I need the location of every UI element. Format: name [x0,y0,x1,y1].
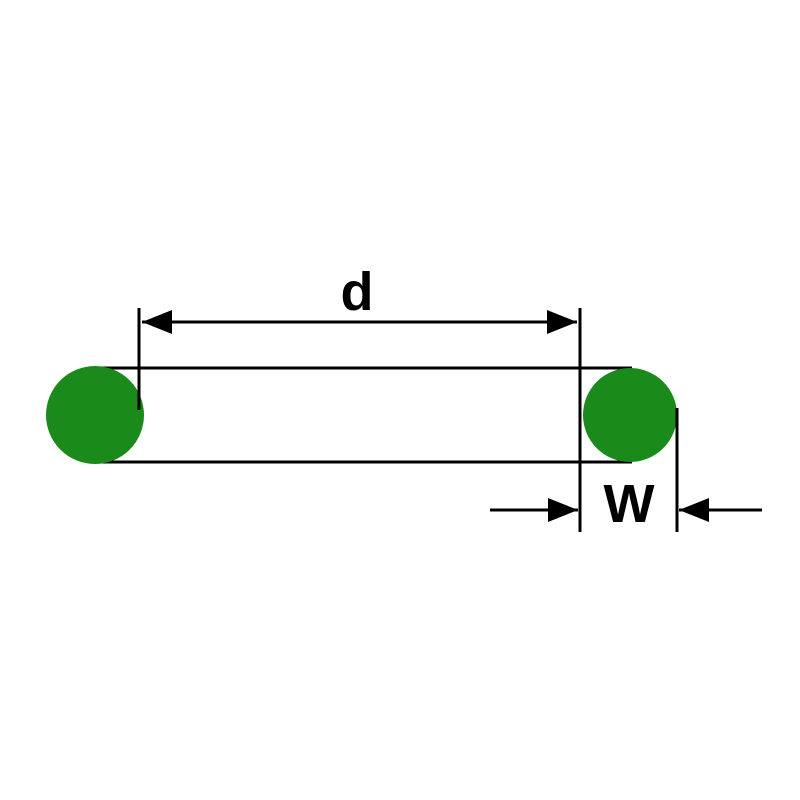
oring-right-section [583,368,677,462]
d-label: d [341,262,374,322]
w-label: W [604,474,655,534]
oring-left-section [46,366,144,464]
